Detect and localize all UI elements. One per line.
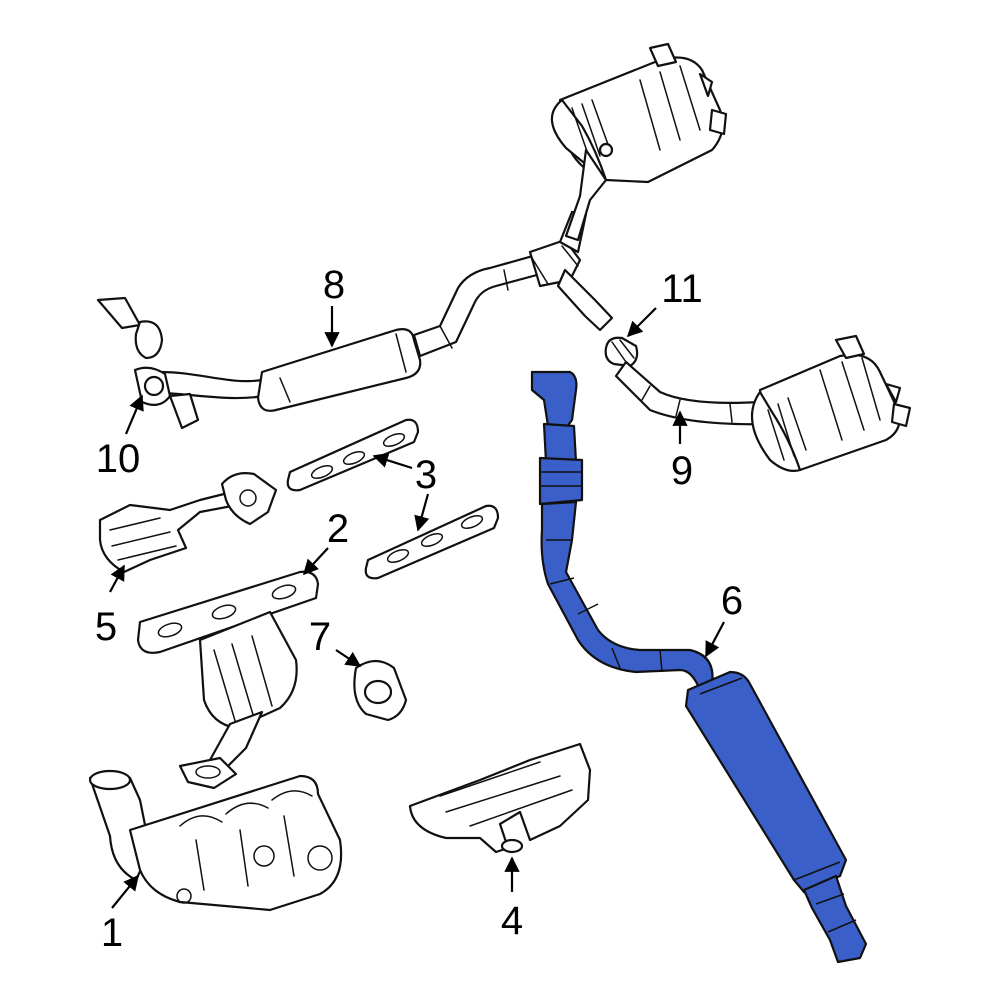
arrow-6 xyxy=(705,621,725,658)
part-6-front-pipe-highlighted[interactable] xyxy=(530,370,868,964)
arrow-2 xyxy=(302,547,329,576)
arrow-3b xyxy=(414,493,430,532)
callout-3: 3 xyxy=(415,453,437,497)
callout-1: 1 xyxy=(101,911,123,955)
callout-9: 9 xyxy=(671,449,693,493)
arrow-11 xyxy=(626,307,657,338)
callout-7: 7 xyxy=(309,615,331,659)
rear-muffler-upper[interactable] xyxy=(550,42,728,242)
part-2-manifold-converter[interactable] xyxy=(136,570,320,790)
leader-arrows xyxy=(109,306,725,909)
callout-11: 11 xyxy=(661,267,703,311)
part-3-manifold-gaskets[interactable] xyxy=(286,418,500,580)
part-4-lower-heat-shield[interactable] xyxy=(408,742,592,854)
callout-8: 8 xyxy=(323,263,345,307)
part-11-clamp[interactable] xyxy=(604,336,639,368)
part-8-intermediate-pipe[interactable] xyxy=(96,210,614,430)
callout-4: 4 xyxy=(501,899,523,943)
callout-5: 5 xyxy=(95,605,117,649)
part-7-gasket[interactable] xyxy=(353,659,408,722)
arrow-1 xyxy=(111,874,139,909)
callout-2: 2 xyxy=(327,507,349,551)
part-1-exhaust-manifold[interactable] xyxy=(88,769,343,912)
callout-10: 10 xyxy=(96,437,141,481)
arrow-7 xyxy=(335,649,362,667)
callout-6: 6 xyxy=(721,579,743,623)
arrow-10 xyxy=(124,394,144,435)
arrow-3a xyxy=(372,452,413,470)
arrow-5 xyxy=(109,564,125,593)
part-5-heat-shield[interactable] xyxy=(98,472,278,574)
callout-labels: 1 2 3 4 5 6 7 8 9 10 11 xyxy=(95,263,743,955)
part-9-tailpipe-muffler[interactable] xyxy=(614,334,912,472)
